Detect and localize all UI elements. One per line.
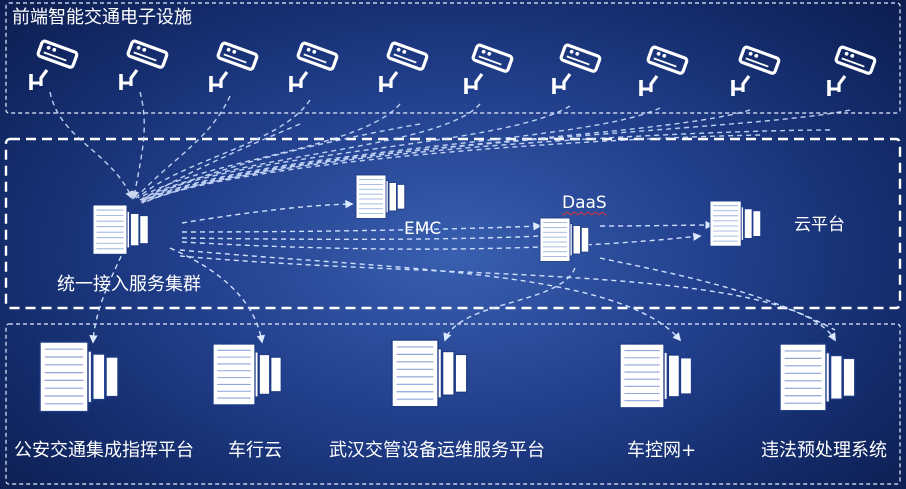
cluster-to-services-flows xyxy=(181,199,714,250)
server-rack-icon xyxy=(39,341,119,413)
surveillance-camera-icon xyxy=(731,44,782,98)
platform-label: 违法预处理系统 xyxy=(761,440,887,461)
surveillance-camera-icon xyxy=(29,38,80,92)
platform-label: 武汉交管设备运维服务平台 xyxy=(329,440,545,461)
server-rack-icon xyxy=(391,339,468,408)
server-rack-icon xyxy=(539,217,590,262)
server-rack-icon xyxy=(709,200,762,247)
camera-to-cluster-flows xyxy=(49,91,851,204)
platform-label: 车行云 xyxy=(228,440,282,461)
top-region-border xyxy=(5,2,901,114)
surveillance-camera-icon xyxy=(119,38,170,92)
surveillance-camera-icon xyxy=(289,40,340,94)
surveillance-camera-icon xyxy=(379,40,430,94)
cloud-platform-label: 云平台 xyxy=(794,215,845,235)
camera-row xyxy=(29,38,878,98)
surveillance-camera-icon xyxy=(639,44,690,98)
server-layer xyxy=(39,174,856,413)
server-rack-icon xyxy=(779,343,856,412)
server-rack-icon xyxy=(212,343,282,406)
surveillance-camera-icon xyxy=(827,44,878,98)
emc-label: EMC xyxy=(404,219,442,239)
bottom-region-border xyxy=(5,323,901,485)
distribution-flows xyxy=(89,247,836,344)
surveillance-camera-icon xyxy=(209,40,260,94)
server-rack-icon xyxy=(92,204,149,255)
surveillance-camera-icon xyxy=(464,42,515,96)
platform-label: 车控网+ xyxy=(627,440,697,461)
surveillance-camera-icon xyxy=(552,42,603,96)
server-rack-icon xyxy=(355,174,406,219)
server-rack-icon xyxy=(619,343,693,409)
daas-label: DaaS xyxy=(562,193,607,213)
cluster-label: 统一接入服务集群 xyxy=(57,274,201,295)
top-section-title: 前端智能交通电子设施 xyxy=(12,7,192,28)
platform-label: 公安交通集成指挥平台 xyxy=(14,440,194,461)
